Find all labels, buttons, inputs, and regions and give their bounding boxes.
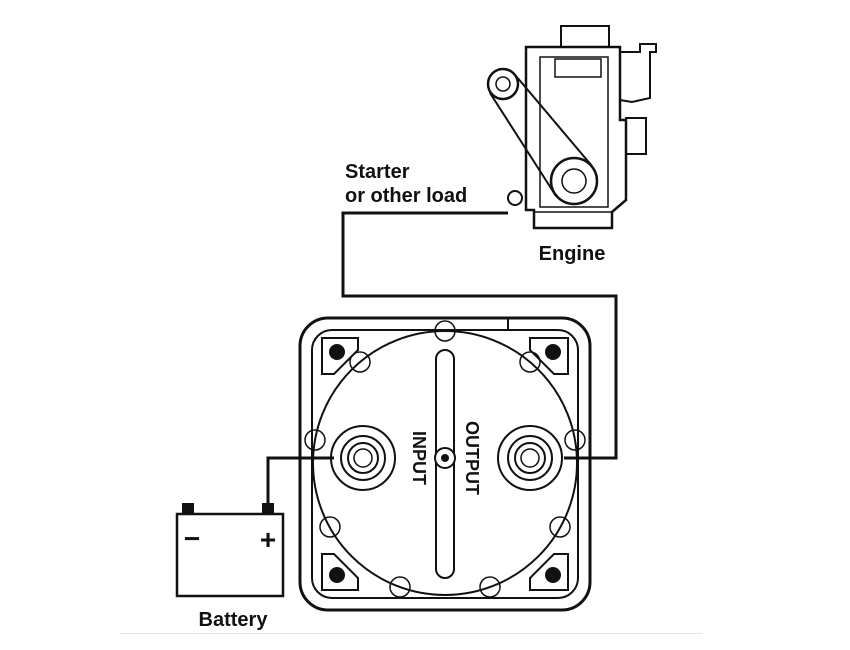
battery-plus-sign: + xyxy=(260,524,276,555)
input-label: INPUT xyxy=(409,431,429,485)
mounting-holes xyxy=(321,337,569,591)
battery: − + xyxy=(175,503,285,598)
mounting-hole-bottom-right-frame xyxy=(529,553,569,591)
battery-switch: INPUT OUTPUT xyxy=(298,316,592,612)
mounting-hole-top-left xyxy=(329,344,345,360)
switch-dial xyxy=(312,330,578,596)
mounting-hole-top-left-frame xyxy=(321,337,359,375)
mounting-hole-bottom-right xyxy=(545,567,561,583)
engine-top-block xyxy=(554,58,602,78)
input-terminal xyxy=(330,425,396,491)
footer-divider xyxy=(120,633,702,634)
output-label: OUTPUT xyxy=(462,421,482,495)
engine-belt-outer xyxy=(489,92,557,197)
engine xyxy=(486,25,657,230)
starter-label-line1: Starter xyxy=(345,161,410,183)
mounting-hole-top-right-frame xyxy=(529,337,569,375)
battery-positive-post xyxy=(262,503,274,514)
engine-body xyxy=(524,45,628,230)
engine-inner-panel xyxy=(539,56,609,208)
mounting-hole-bottom-left xyxy=(329,567,345,583)
mounting-hole-bottom-left-frame xyxy=(321,553,359,591)
engine-lower-pulley-hub xyxy=(561,168,587,194)
battery-minus-sign: − xyxy=(184,523,200,554)
engine-terminal xyxy=(507,190,523,206)
engine-belt-inner xyxy=(515,75,593,167)
output-terminal xyxy=(497,425,563,491)
switch-outer-body xyxy=(298,316,592,612)
mounting-hole-top-right xyxy=(545,344,561,360)
engine-label: Engine xyxy=(539,243,606,265)
switch-center-pin-dot xyxy=(441,454,449,462)
battery-body xyxy=(175,512,285,598)
starter-label-line2: or other load xyxy=(345,185,467,207)
dial-scallops xyxy=(304,320,586,598)
engine-lower-pulley xyxy=(549,156,599,206)
engine-side-bracket-upper xyxy=(619,43,657,104)
engine-upper-pulley-hub xyxy=(495,76,511,92)
output-to-engine-wire xyxy=(341,211,618,460)
engine-cap xyxy=(560,25,610,48)
battery-negative-post xyxy=(182,503,194,514)
engine-side-bracket-lower xyxy=(625,117,647,155)
battery-label: Battery xyxy=(199,609,269,631)
engine-upper-pulley xyxy=(486,67,520,101)
